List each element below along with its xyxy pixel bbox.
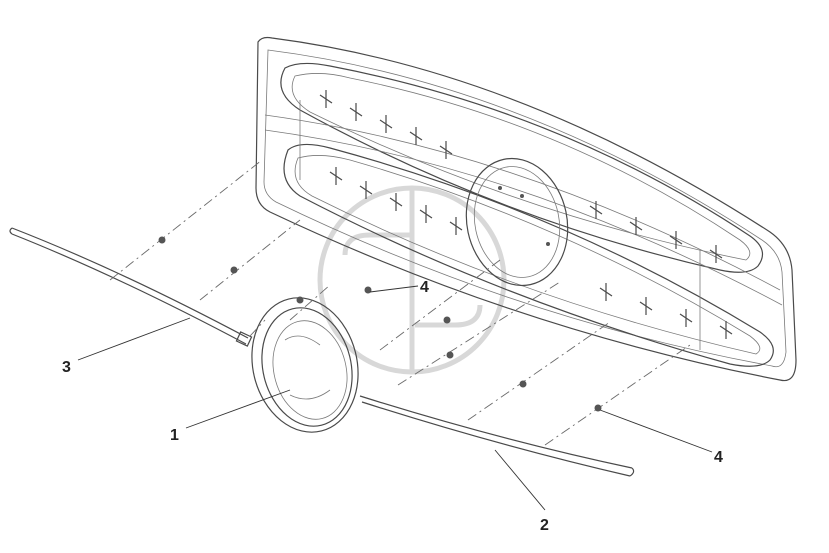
watermark-logo — [317, 185, 507, 375]
clips — [158, 236, 602, 412]
callout-4-lower: 4 — [714, 449, 723, 466]
clip — [296, 296, 304, 304]
clip — [158, 236, 166, 244]
grille-pattern — [319, 90, 733, 339]
leader-lines — [77, 285, 713, 511]
upper-trim-strip — [9, 227, 253, 347]
assembly-lines — [109, 159, 691, 446]
grille-panel — [255, 36, 797, 382]
clip — [443, 316, 451, 324]
emblem-recess — [465, 157, 569, 287]
lower-trim-strip — [359, 395, 635, 477]
clip — [594, 404, 602, 412]
emblem-ring — [251, 297, 359, 433]
callout-4-upper: 4 — [420, 279, 429, 296]
clip — [519, 380, 527, 388]
clip — [364, 286, 372, 294]
callout-3: 3 — [62, 359, 71, 376]
callout-2: 2 — [540, 517, 549, 534]
clip — [446, 351, 454, 359]
callout-1: 1 — [170, 427, 179, 444]
clip — [230, 266, 238, 274]
